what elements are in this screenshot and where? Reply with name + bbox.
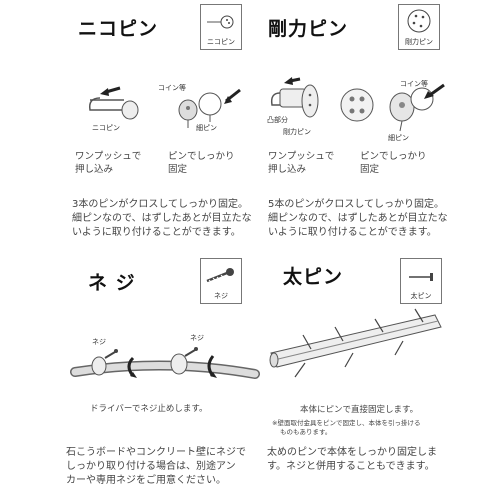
futopin-body: 太めのピンで本体をしっかり固定しま す。ネジと併用することもできます。 bbox=[267, 446, 437, 474]
gouriki-caption-right-line: ピンでしっかり bbox=[360, 151, 427, 162]
gouriki-caption-right: ピンでしっかり 固定 bbox=[360, 150, 427, 176]
gouriki-pin-icon bbox=[407, 9, 431, 33]
nico-caption-right: ピンでしっかり 固定 bbox=[168, 150, 235, 176]
nico-diagram bbox=[88, 86, 241, 128]
nico-title: ニコピン bbox=[78, 18, 159, 40]
thick-pin-icon bbox=[409, 273, 433, 281]
nico-caption-right-line: ピンでしっかり bbox=[168, 151, 235, 162]
gouriki-label-convex: 凸部分 bbox=[267, 116, 288, 124]
gouriki-label-thin: 細ピン bbox=[388, 134, 409, 142]
nico-label-thin: 細ピン bbox=[196, 124, 217, 132]
neji-diagram bbox=[70, 347, 260, 379]
neji-body-line: しっかり取り付ける場合は、別途アン bbox=[66, 461, 236, 472]
gouriki-body-line: 5本のピンがクロスしてしっかり固定。 bbox=[268, 199, 445, 210]
gouriki-thumbnail: 剛力ピン bbox=[398, 4, 440, 50]
gouriki-caption-right-line: 固定 bbox=[360, 164, 380, 175]
neji-thumb-label: ネジ bbox=[214, 292, 228, 300]
neji-body-line: 石こうボードやコンクリート壁にネジで bbox=[66, 447, 246, 458]
gouriki-label-pin: 剛力ピン bbox=[283, 128, 311, 136]
nico-body-line: 細ピンなので、はずしたあとが目立たな bbox=[72, 213, 252, 224]
futopin-body-line: 太めのピンで本体をしっかり固定しま bbox=[267, 447, 437, 458]
nico-caption-left: ワンプッシュで 押し込み bbox=[75, 150, 141, 176]
futopin-note-line: ものもあります。 bbox=[280, 428, 332, 436]
nico-label-coin: コイン等 bbox=[158, 84, 186, 92]
nico-caption-left-line: 押し込み bbox=[75, 164, 114, 175]
neji-body-line: カーや専用ネジをご用意ください。 bbox=[66, 475, 226, 486]
neji-label-1: ネジ bbox=[92, 338, 106, 346]
futopin-note: ※壁面取付金具をピンで固定し、本体を引っ掛ける ものもあります。 bbox=[272, 419, 420, 437]
futopin-body-line: す。ネジと併用することもできます。 bbox=[267, 461, 435, 472]
neji-caption: ドライバーでネジ止めします。 bbox=[90, 404, 208, 414]
gouriki-caption-left-line: 押し込み bbox=[268, 164, 307, 175]
nico-label-pin: ニコピン bbox=[92, 124, 120, 132]
futopin-title: 太ピン bbox=[283, 266, 344, 288]
nico-pin-icon bbox=[207, 15, 234, 29]
nico-thumb-label: ニコピン bbox=[207, 38, 235, 46]
nico-thumbnail: ニコピン bbox=[200, 4, 242, 50]
futopin-thumb-label: 太ピン bbox=[410, 292, 432, 300]
nico-body-line: 3本のピンがクロスしてしっかり固定。 bbox=[72, 199, 249, 210]
neji-label-2: ネジ bbox=[190, 334, 204, 342]
gouriki-body-line: いように取り付けることができます。 bbox=[268, 227, 437, 238]
gouriki-label-coin: コイン等 bbox=[400, 80, 428, 88]
gouriki-body: 5本のピンがクロスしてしっかり固定。 細ピンなので、はずしたあとが目立たな いよ… bbox=[268, 198, 448, 240]
screw-icon bbox=[206, 268, 234, 283]
gouriki-thumb-label: 剛力ピン bbox=[405, 38, 433, 46]
gouriki-body-line: 細ピンなので、はずしたあとが目立たな bbox=[268, 213, 448, 224]
gouriki-caption-left: ワンプッシュで 押し込み bbox=[268, 150, 334, 176]
nico-body-line: いように取り付けることができます。 bbox=[72, 227, 241, 238]
nico-body: 3本のピンがクロスしてしっかり固定。 細ピンなので、はずしたあとが目立たな いよ… bbox=[72, 198, 252, 240]
futopin-caption: 本体にピンで直接固定します。 bbox=[300, 405, 419, 415]
gouriki-title: 剛力ピン bbox=[268, 18, 349, 40]
gouriki-caption-left-line: ワンプッシュで bbox=[268, 151, 335, 162]
neji-body: 石こうボードやコンクリート壁にネジで しっかり取り付ける場合は、別途アン カーや… bbox=[66, 446, 246, 488]
neji-title: ネ ジ bbox=[88, 272, 136, 294]
neji-thumbnail: ネジ bbox=[200, 258, 242, 304]
futopin-diagram bbox=[269, 308, 442, 378]
futopin-note-line: ※壁面取付金具をピンで固定し、本体を引っ掛ける bbox=[272, 419, 421, 427]
nico-caption-right-line: 固定 bbox=[168, 164, 188, 175]
futopin-thumbnail: 太ピン bbox=[400, 258, 442, 304]
gouriki-diagram bbox=[270, 77, 445, 132]
nico-caption-left-line: ワンプッシュで bbox=[75, 151, 142, 162]
